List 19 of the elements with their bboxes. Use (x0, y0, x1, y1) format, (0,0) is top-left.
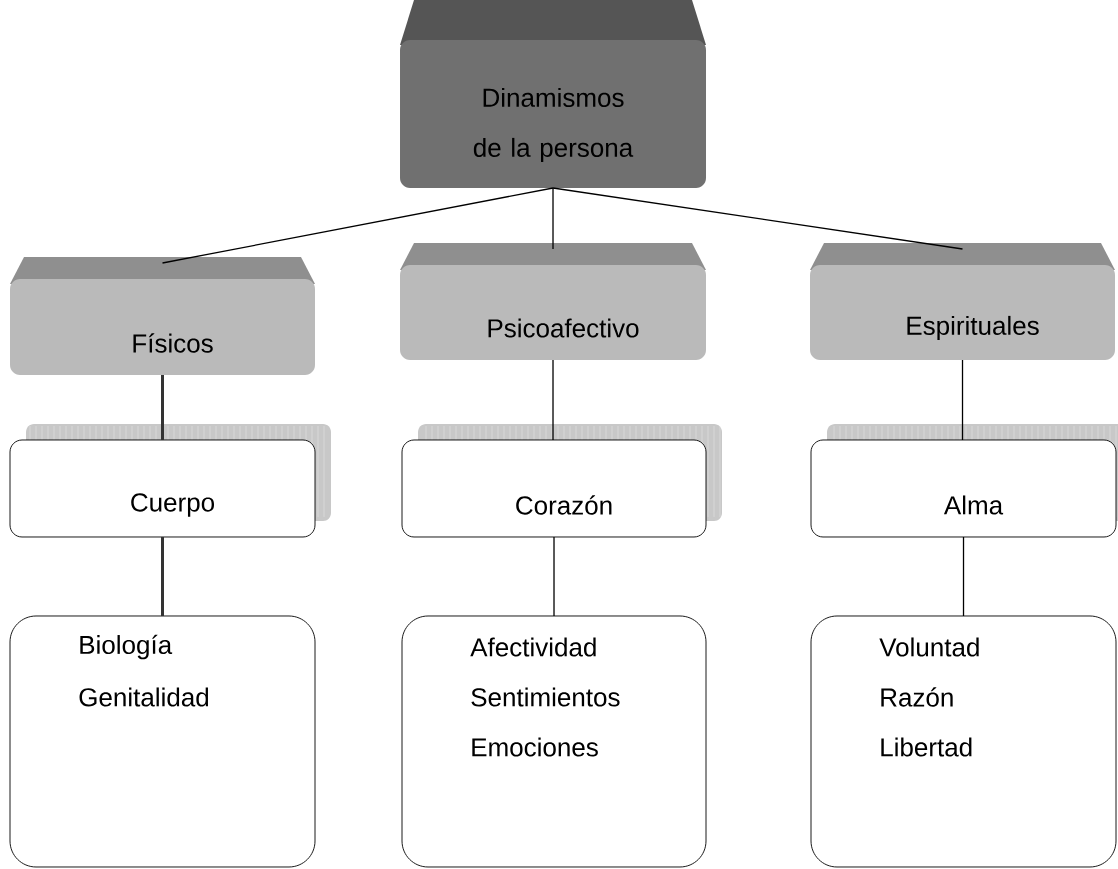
raised-box: Físicos (10, 257, 315, 375)
raised-box: Espirituales (810, 243, 1115, 360)
connector-line (961, 359, 964, 441)
process-box: Voluntad Razón Libertad (810, 615, 1117, 868)
connector-line (962, 536, 965, 617)
process-box: Afectividad Sentimientos Emociones (401, 615, 707, 868)
shadowed-box: Alma (810, 424, 1118, 538)
connector-line (161, 375, 164, 440)
raised-box: Psicoafectivo (400, 243, 706, 360)
raised-box: Dinamismos de la persona (400, 0, 706, 188)
connector-line (161, 537, 164, 616)
connector-line (161, 187, 554, 264)
connector-line (552, 187, 554, 250)
shadowed-box: Corazón (401, 424, 722, 538)
connector-line (553, 536, 555, 617)
shadowed-box: Cuerpo (9, 424, 331, 538)
process-box: Biología Genitalidad (9, 615, 316, 868)
connector-line (552, 359, 554, 441)
connector-line (552, 187, 964, 250)
